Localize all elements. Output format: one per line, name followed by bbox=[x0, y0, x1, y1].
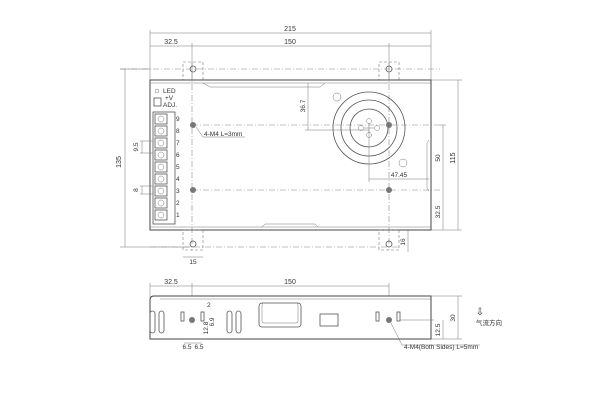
dim-fan-offset-h: 47.45 bbox=[391, 172, 408, 179]
dim-fan-offset-v: 36.7 bbox=[300, 99, 307, 112]
terminal-number: 2 bbox=[176, 200, 180, 207]
dim-terminal-width: 8 bbox=[133, 188, 140, 192]
dim-overall-height: 135 bbox=[116, 156, 123, 168]
vadj-potentiometer bbox=[153, 97, 162, 107]
terminal bbox=[154, 125, 168, 137]
vadj-label-top: +V bbox=[165, 95, 174, 102]
side-dim-hole-spacing: 150 bbox=[284, 279, 296, 286]
terminal bbox=[154, 185, 168, 197]
dim-terminal-pitch: 9.5 bbox=[133, 142, 140, 151]
led-label: LED bbox=[163, 88, 176, 95]
dim-hole-spacing: 150 bbox=[284, 39, 296, 46]
mount-hole bbox=[190, 187, 196, 193]
top-view: 215 32.5 150 135 LED +V ADJ. 987 bbox=[116, 26, 462, 266]
dim-tab-width: 15 bbox=[189, 259, 197, 266]
terminal-number: 4 bbox=[176, 176, 180, 183]
dim-overall-width: 215 bbox=[284, 26, 296, 33]
terminal-number: 9 bbox=[176, 116, 180, 123]
airflow-arrow-icon: ⇩ bbox=[476, 307, 484, 318]
dim-hole-spacing-v: 50 bbox=[435, 154, 442, 162]
terminal bbox=[154, 113, 168, 125]
side-dim-slot-h2: 12.8 bbox=[203, 321, 210, 334]
terminal-number: 6 bbox=[176, 152, 180, 159]
terminal bbox=[154, 137, 168, 149]
side-view: 32.5 150 2 6.9 12.8 6.5 6.5 30 12.5 bbox=[149, 279, 502, 351]
airflow-label: 气流方向 bbox=[476, 318, 502, 327]
dim-bottom-offset: 32.5 bbox=[435, 205, 442, 218]
terminal bbox=[154, 197, 168, 209]
terminal-number: 1 bbox=[176, 212, 180, 219]
terminal-number: 8 bbox=[176, 128, 180, 135]
dim-left-offset: 32.5 bbox=[164, 39, 178, 46]
side-dim-slot-spacing2: 6.5 bbox=[194, 344, 203, 351]
dim-tab-height: 16 bbox=[400, 238, 407, 246]
vadj-label-bottom: ADJ. bbox=[163, 102, 177, 109]
terminal-number: 5 bbox=[176, 164, 180, 171]
terminal-number: 7 bbox=[176, 140, 180, 147]
side-dim-height: 30 bbox=[450, 314, 457, 322]
dim-inner-height: 115 bbox=[450, 152, 457, 163]
side-dim-hole-height: 12.5 bbox=[435, 323, 442, 336]
terminal bbox=[154, 149, 168, 161]
side-dim-slot-spacing: 6.5 bbox=[182, 344, 191, 351]
terminal-block: 9 8 7 6 5 4 3 2 1 bbox=[152, 111, 180, 225]
terminal-number: 3 bbox=[176, 188, 180, 195]
terminal bbox=[154, 209, 168, 221]
mount-hole bbox=[190, 122, 196, 128]
side-dim-slot-h1: 6.9 bbox=[209, 317, 216, 326]
terminal bbox=[154, 173, 168, 185]
screw-note-side: 4-M4(Both Sides) L=5mm bbox=[404, 344, 478, 351]
mount-hole bbox=[386, 187, 392, 193]
side-dim-slot-gap: 2 bbox=[207, 302, 211, 309]
side-dim-left-offset: 32.5 bbox=[164, 279, 178, 286]
screw-note-top: 4-M4 L=3mm bbox=[204, 131, 242, 138]
terminal bbox=[154, 161, 168, 173]
